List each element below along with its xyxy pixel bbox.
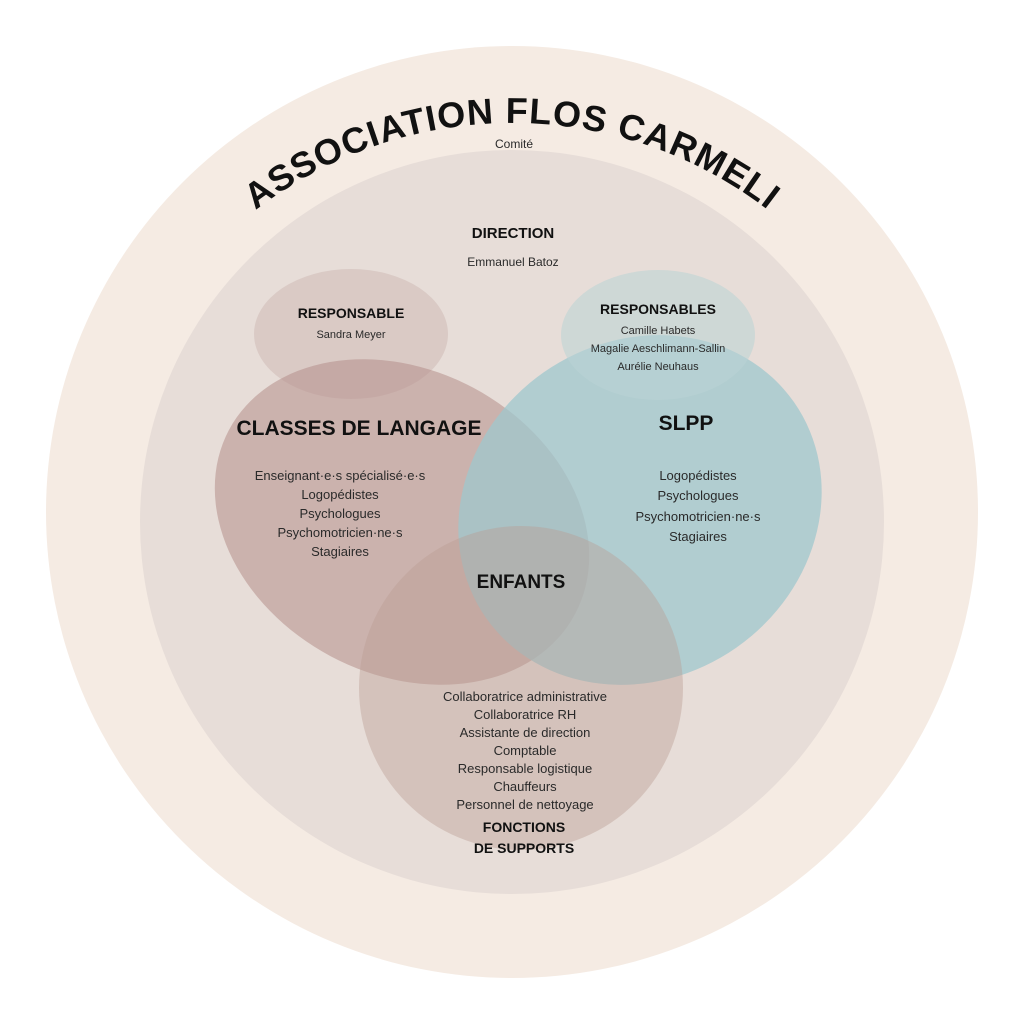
responsables-right-name: Camille Habets [621,325,696,337]
responsables-right-label: RESPONSABLES [600,301,716,317]
responsables-right-name: Magalie Aeschlimann-Sallin [591,343,726,355]
supports-label: FONCTIONS [483,819,565,835]
supports-item: Comptable [494,743,557,758]
direction-name: Emmanuel Batoz [467,255,558,269]
supports-item: Assistante de direction [460,725,591,740]
supports-item: Chauffeurs [493,779,557,794]
slpp-item: Stagiaires [669,529,727,544]
direction-label: DIRECTION [472,225,555,242]
classes-item: Stagiaires [311,544,369,559]
classes-item: Psychomotricien·ne·s [278,525,403,540]
responsable-left-label: RESPONSABLE [298,305,405,321]
supports-item: Responsable logistique [458,761,592,776]
ellipse-slpp [458,335,822,685]
supports-item: Personnel de nettoyage [456,797,593,812]
classes-item: Logopédistes [301,487,379,502]
classes-item: Psychologues [300,506,381,521]
slpp-item: Logopédistes [659,468,737,483]
classes-item: Enseignant·e·s spécialisé·e·s [255,468,426,483]
classes-label: CLASSES DE LANGAGE [236,417,481,440]
slpp-item: Psychomotricien·ne·s [636,509,761,524]
center-label: ENFANTS [477,572,566,593]
ellipse-responsables-right [561,270,755,400]
supports-label: DE SUPPORTS [474,840,574,856]
responsable-left-name: Sandra Meyer [316,329,385,341]
responsables-right-name: Aurélie Neuhaus [617,361,699,373]
subtitle: Comité [495,137,533,151]
supports-item: Collaboratrice administrative [443,689,607,704]
circle-fonctions-supports [359,526,683,850]
supports-item: Collaboratrice RH [474,707,577,722]
slpp-item: Psychologues [658,488,739,503]
slpp-label: SLPP [659,412,714,435]
